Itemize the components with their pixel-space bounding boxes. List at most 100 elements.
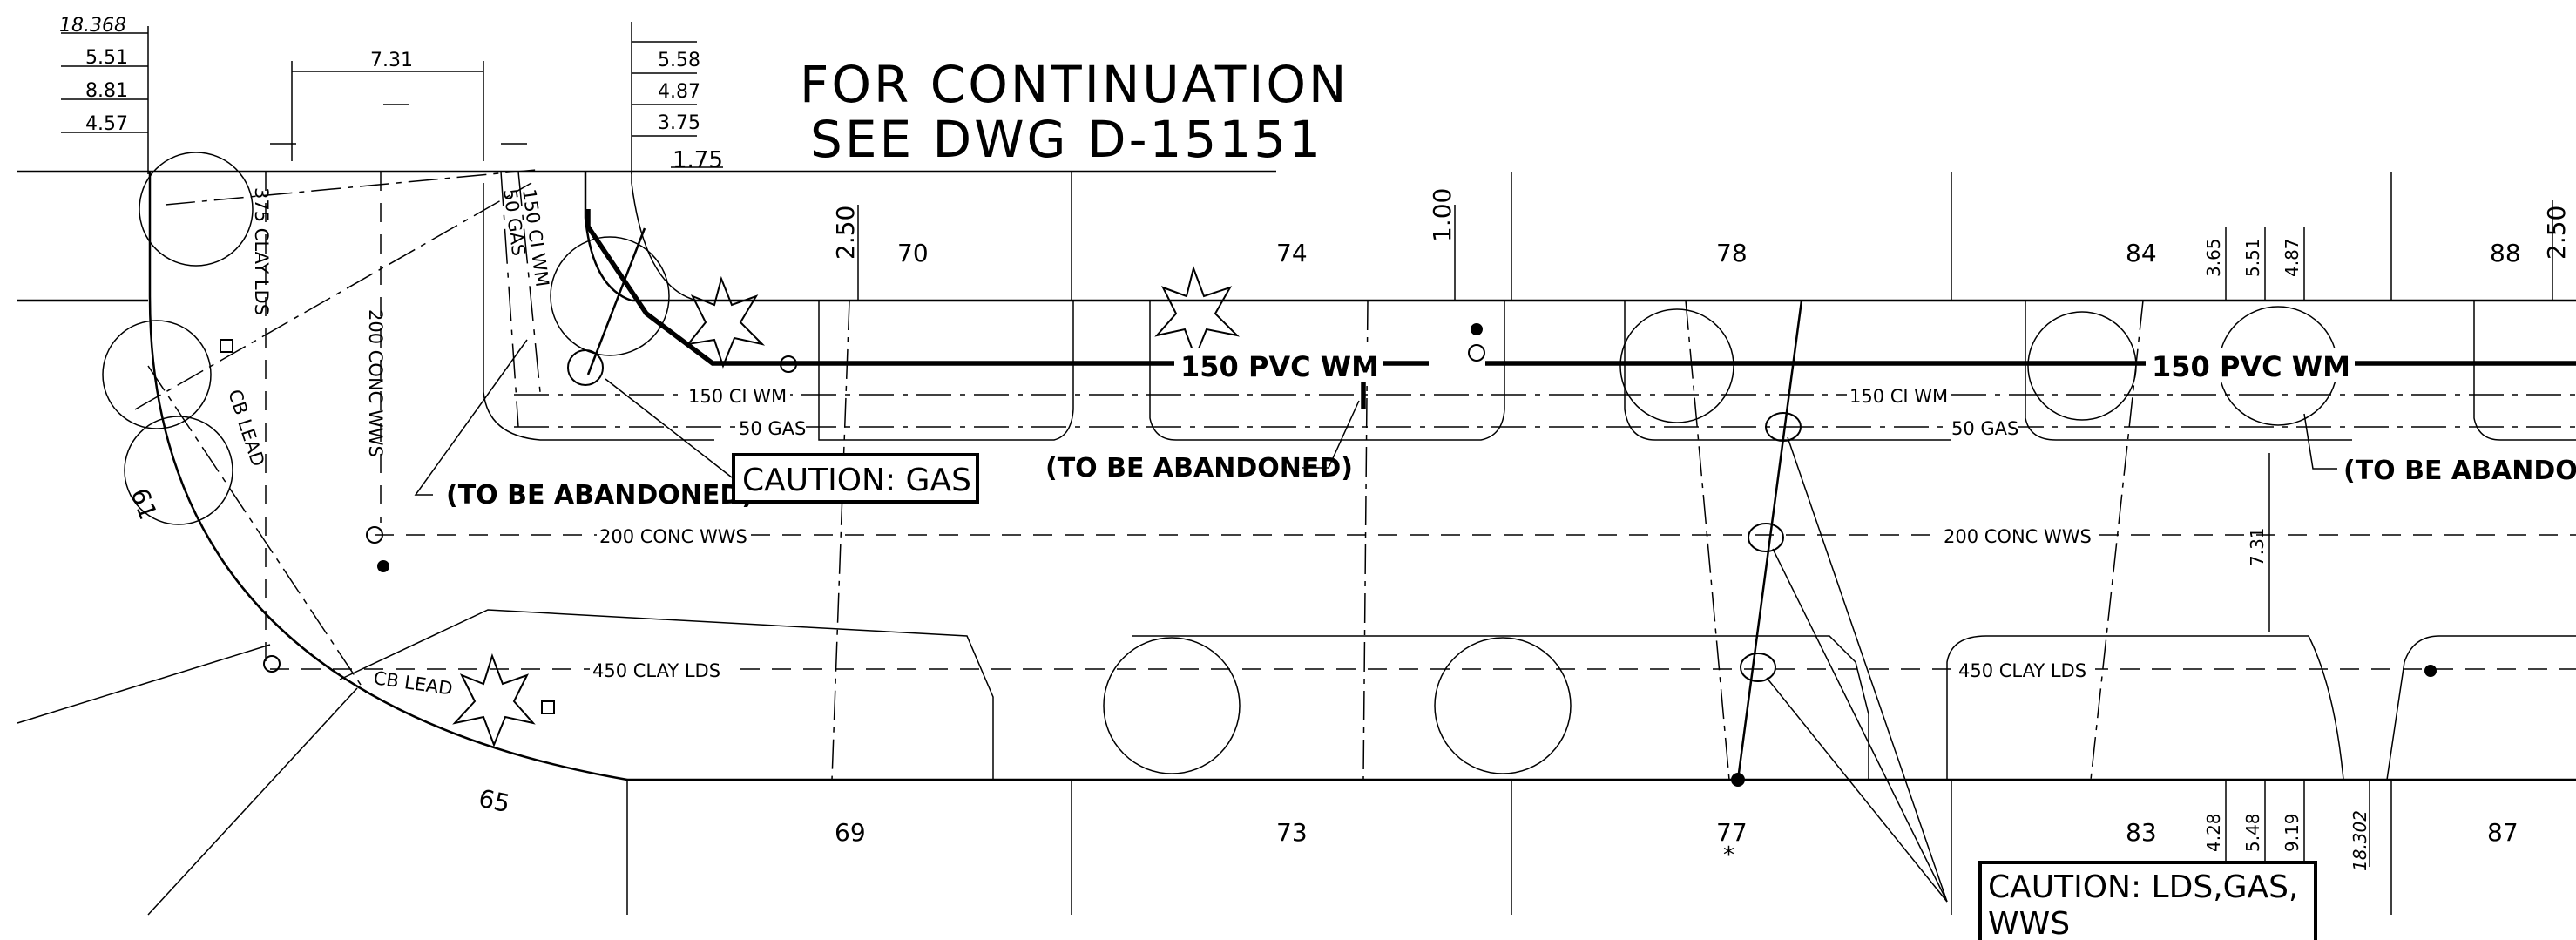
gas-label: 50 GAS	[1951, 418, 2018, 439]
caution-multi-box	[1978, 861, 2317, 940]
lot-number: 84	[2126, 239, 2157, 267]
property-lines	[17, 170, 2576, 916]
service-line	[1736, 300, 1803, 781]
catchbasin-icon	[541, 700, 555, 714]
dimension-label: 5.58	[658, 50, 700, 71]
leader-line	[1302, 400, 1360, 469]
leader-line	[1766, 677, 1948, 903]
caution-gas-box	[732, 453, 979, 504]
catchbasin-icon	[220, 339, 233, 353]
dimension-label: 7.31	[370, 50, 413, 71]
valve-icon	[1468, 344, 1485, 362]
conflict-ellipse	[1748, 523, 1784, 552]
star-marker: *	[1723, 842, 1734, 869]
offset-label: 5.48	[2242, 813, 2263, 852]
watermain-label: 150 PVC WM	[1180, 350, 1379, 383]
driveway-outline	[1132, 635, 1869, 780]
driveway-outline	[2025, 301, 2352, 441]
callouts: (TO BE ABANDONED) (TO BE ABANDONED) (TO …	[414, 339, 2576, 940]
abandoned-note: (TO BE ABANDONED)	[446, 480, 754, 511]
caution-multi-text: WWS	[1988, 906, 2070, 940]
service-line	[165, 169, 537, 206]
dimension-label: 18.368	[59, 15, 126, 37]
shrub-icon	[1154, 265, 1241, 360]
lds-label: 450 CLAY LDS	[1958, 660, 2086, 681]
tree-icon	[1434, 637, 1572, 774]
wws-vertical-label: 200 CONC WWS	[365, 309, 386, 457]
offset-label: 3.65	[2203, 238, 2224, 277]
leader-line	[1787, 436, 1948, 903]
abandoned-note: (TO BE ABANDONED	[2343, 456, 2576, 486]
leader-line	[1772, 548, 1948, 903]
dimension-label: 8.81	[85, 80, 128, 102]
offset-label: 18.302	[2350, 810, 2370, 871]
watermain-label: 150 PVC WM	[2152, 350, 2350, 383]
lot-numbers-north: 70 74 78 84 88	[897, 239, 2521, 267]
dimension-label: 4.57	[85, 113, 128, 135]
tree-icon	[102, 320, 212, 429]
abandoned-note: (TO BE ABANDONED)	[1045, 453, 1353, 484]
offset-label: 5.51	[2242, 238, 2263, 277]
lot-number: 88	[2490, 239, 2521, 267]
catchbasin-icon	[263, 655, 281, 673]
lot-number: 83	[2126, 818, 2157, 847]
lot-number: 77	[1716, 818, 1748, 847]
conflict-ellipse	[1765, 412, 1802, 442]
offset-label: 4.28	[2203, 813, 2224, 852]
gas-vertical-line	[500, 171, 519, 428]
lot-number: 78	[1716, 239, 1748, 267]
dimension-labels-left: 18.368 5.51 8.81 4.57 7.31 5.58 4.87 3.7…	[59, 15, 723, 173]
service-line	[2090, 300, 2144, 781]
valve-icon	[377, 560, 389, 572]
service-line	[147, 365, 367, 693]
leader-line	[2303, 413, 2337, 470]
service-line	[1685, 300, 1730, 781]
driveway-outline	[339, 609, 994, 780]
hydrant-icon	[1471, 323, 1483, 335]
driveway-outline	[2473, 301, 2576, 441]
offset-label: 4.87	[2282, 238, 2302, 277]
lot-number: 65	[477, 784, 513, 819]
offset-label: 9.19	[2282, 813, 2302, 852]
lot-numbers-south: 69 73 77 83 87 * 61 65	[125, 484, 2518, 869]
inner-curb-curve	[631, 172, 698, 301]
leader-line	[414, 339, 528, 496]
lot-number: 61	[125, 484, 162, 524]
shrub-icon	[452, 653, 536, 747]
ci-watermain-label: 150 CI WM	[1849, 386, 1948, 407]
tree-icon	[550, 236, 670, 356]
valve-icon	[1731, 773, 1745, 787]
caution-gas-text: CAUTION: GAS	[742, 463, 971, 498]
lot-number: 69	[835, 818, 866, 847]
valve-icon	[2424, 665, 2437, 677]
service-line	[831, 300, 850, 781]
continuation-title: FOR CONTINUATION SEE DWG D-15151	[800, 55, 1346, 169]
shrub-icon	[686, 275, 766, 369]
wws-label: 200 CONC WWS	[599, 526, 747, 547]
dimension-label: 1.75	[673, 147, 723, 173]
offset-dimensions	[857, 200, 2553, 867]
fittings	[220, 323, 2437, 787]
driveway-outline	[1624, 301, 1951, 441]
watermain-corner	[585, 209, 788, 366]
driveway-outline	[2386, 635, 2576, 781]
lot-number: 73	[1276, 818, 1308, 847]
tree-icon	[2027, 311, 2137, 421]
watermain-diagonal	[586, 227, 646, 375]
ci-watermain-label: 150 CI WM	[688, 386, 787, 407]
dimension-block-left	[61, 22, 723, 174]
service-line	[134, 182, 532, 410]
caution-multi-text: CAUTION: LDS,GAS,	[1988, 869, 2298, 905]
lot-number: 74	[1276, 239, 1308, 267]
driveway-outline	[818, 301, 1074, 441]
service-line	[1362, 300, 1369, 781]
driveway-outline	[483, 183, 714, 441]
utility-labels: 150 PVC WM 150 PVC WM 150 CI WM 150 CI W…	[224, 187, 2355, 700]
tree-icon	[124, 416, 233, 525]
trees	[102, 152, 2338, 774]
tree-icon	[139, 152, 254, 267]
wws-label: 200 CONC WWS	[1944, 526, 2092, 547]
tree-icon	[1103, 637, 1241, 774]
